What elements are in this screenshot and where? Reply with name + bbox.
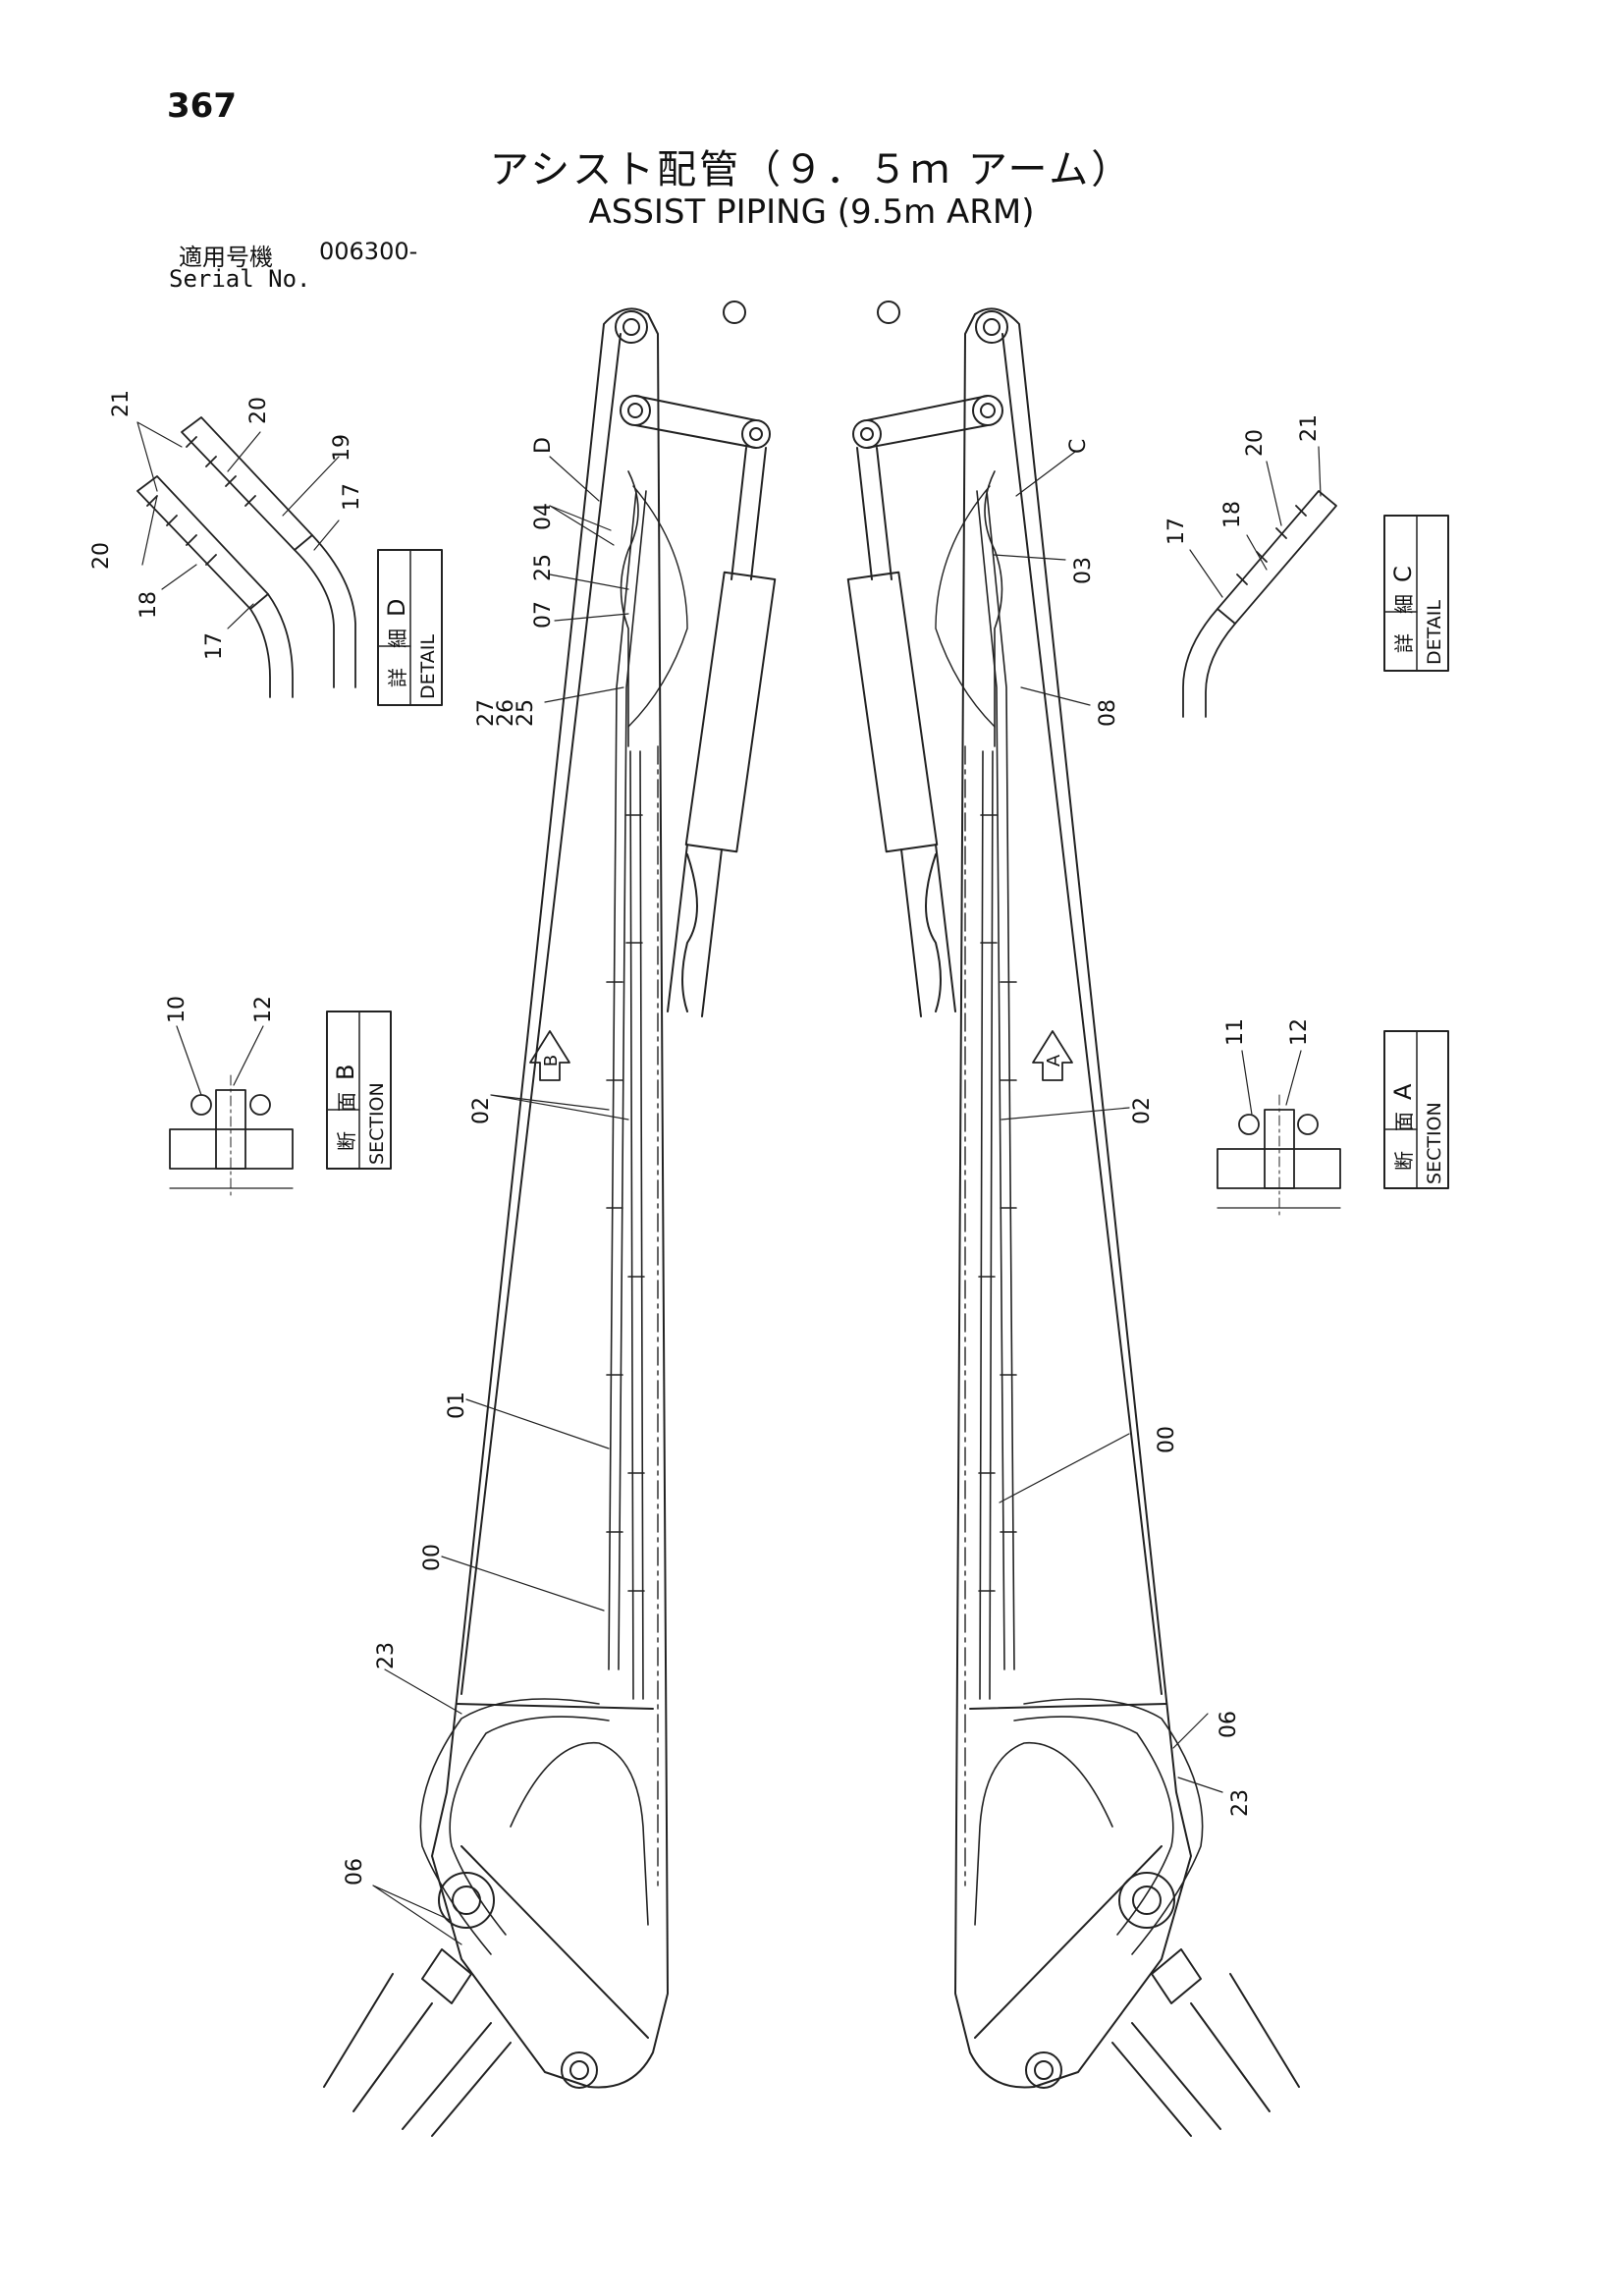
detail-d-label-jp: 詳 細 (386, 629, 409, 687)
serial-label-english: Serial No. (169, 265, 311, 293)
callout-left-07: 07 (531, 601, 556, 629)
callout-left-04: 04 (531, 503, 556, 530)
view-arrow-label-a: A (1044, 1054, 1064, 1066)
detail-d-letter: D (383, 599, 410, 617)
left-arm-assembly: B (323, 301, 777, 2137)
callout-a-11: 11 (1223, 1018, 1248, 1046)
callout-c-20: 20 (1243, 429, 1268, 457)
section-b-label-jp: 断 面 (335, 1092, 358, 1151)
title-japanese: アシスト配管（９．５ｍ アーム） (489, 147, 1134, 192)
detail-c-label-jp: 詳 細 (1392, 594, 1416, 653)
detail-c-illustration (1182, 490, 1337, 718)
callout-c-21: 21 (1297, 414, 1322, 442)
right-arm-assembly: A (846, 301, 1300, 2137)
detail-c-label-en: DETAIL (1424, 600, 1445, 665)
callout-left-06: 06 (343, 1858, 367, 1886)
section-a-label-jp: 断 面 (1392, 1112, 1416, 1171)
callout-17: 17 (340, 483, 364, 511)
section-a-illustration (1217, 1094, 1341, 1219)
callout-20b: 20 (89, 542, 114, 570)
detail-c-letter: C (1389, 566, 1417, 582)
serial-label-japanese: 適用号機 (179, 244, 273, 271)
callout-a-12: 12 (1287, 1018, 1312, 1046)
title-english: ASSIST PIPING (9.5m ARM) (588, 192, 1035, 232)
section-b-label-en: SECTION (366, 1082, 388, 1165)
section-a-label-en: SECTION (1424, 1102, 1445, 1184)
page-number: 367 (167, 86, 237, 126)
callout-c-18: 18 (1220, 501, 1245, 528)
callout-left-25b: 25 (514, 699, 538, 727)
callout-18: 18 (136, 591, 161, 619)
callout-20: 20 (246, 397, 271, 424)
callout-right-02: 02 (1130, 1097, 1155, 1124)
view-arrow-label-b: B (541, 1055, 562, 1066)
callout-19: 19 (330, 434, 354, 462)
section-a-letter: A (1389, 1083, 1417, 1100)
detail-d-illustration (136, 416, 356, 698)
section-b-illustration (169, 1074, 294, 1199)
callout-left-23: 23 (374, 1642, 399, 1669)
callout-right-03: 03 (1071, 557, 1096, 584)
callout-left-25: 25 (531, 554, 556, 581)
callout-right-08: 08 (1096, 699, 1120, 727)
callout-left-26: 26 (494, 699, 518, 727)
callout-right-23: 23 (1228, 1789, 1253, 1817)
callout-right-00: 00 (1155, 1426, 1179, 1453)
callout-left-00: 00 (420, 1544, 445, 1571)
callout-21: 21 (109, 390, 134, 417)
callout-left-01: 01 (445, 1392, 469, 1419)
serial-number-value: 006300- (319, 238, 418, 265)
section-b-letter: B (332, 1065, 359, 1080)
callout-b-12: 12 (251, 996, 276, 1023)
callout-left-02: 02 (469, 1097, 494, 1124)
detail-d-label-en: DETAIL (417, 634, 439, 699)
callout-c-17: 17 (1164, 518, 1189, 545)
callout-left-27: 27 (474, 699, 499, 727)
callout-right-c: C (1066, 439, 1091, 454)
callout-left-d: D (531, 437, 556, 454)
callout-b-10: 10 (165, 996, 189, 1023)
callout-right-06: 06 (1217, 1711, 1241, 1738)
callout-17b: 17 (202, 632, 227, 660)
